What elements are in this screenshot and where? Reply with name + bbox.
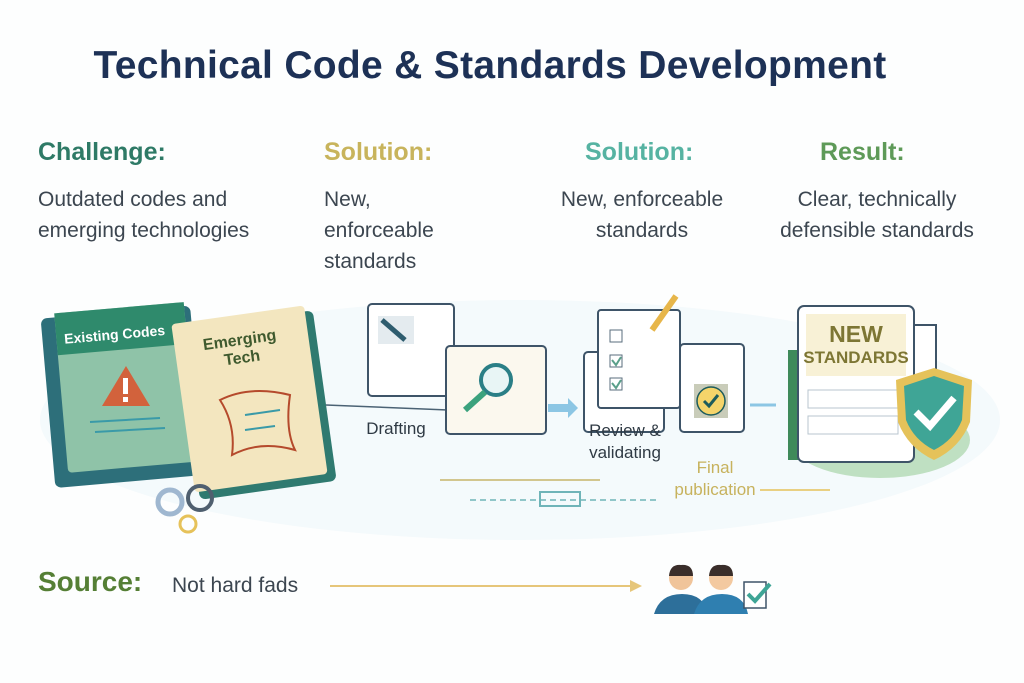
source-arrow-and-people	[330, 564, 772, 614]
drafting-icon	[367, 303, 547, 435]
existing-codes-book	[41, 302, 205, 488]
step-final-line1: Final	[696, 458, 734, 477]
process-illustration	[40, 294, 1000, 540]
step-review-line1: Review &	[589, 421, 661, 440]
step-final-line2: publication	[674, 480, 756, 499]
review-icon	[583, 294, 745, 433]
solution-text-2: New, enforceable standards	[560, 188, 724, 242]
source-value: Not hard fads	[172, 574, 299, 597]
emerging-tech-book	[171, 305, 336, 500]
shield-check-icon	[896, 368, 972, 460]
challenge-heading: Challenge:	[38, 138, 166, 166]
page-title: Technical Code & Standards Development	[93, 44, 887, 87]
source-label: Source:	[38, 566, 143, 597]
result-heading: Result:	[820, 138, 905, 166]
solution-text-1: New, enforceable standards	[324, 188, 434, 273]
challenge-text: Outdated codes and emerging technologies	[38, 188, 250, 242]
solution-heading-1: Solution:	[324, 138, 433, 166]
step-review: Review & validating	[580, 420, 670, 464]
step-final: Final publication	[665, 457, 765, 501]
step-drafting: Drafting	[366, 419, 426, 438]
result-text: Clear, technically defensible standards	[780, 188, 974, 242]
step-review-line2: validating	[589, 443, 661, 462]
people-icon	[654, 564, 772, 614]
new-standards-line1: NEW	[829, 321, 883, 347]
solution-heading-2: Solution:	[585, 138, 694, 166]
new-standards-line2: STANDARDS	[803, 348, 909, 367]
